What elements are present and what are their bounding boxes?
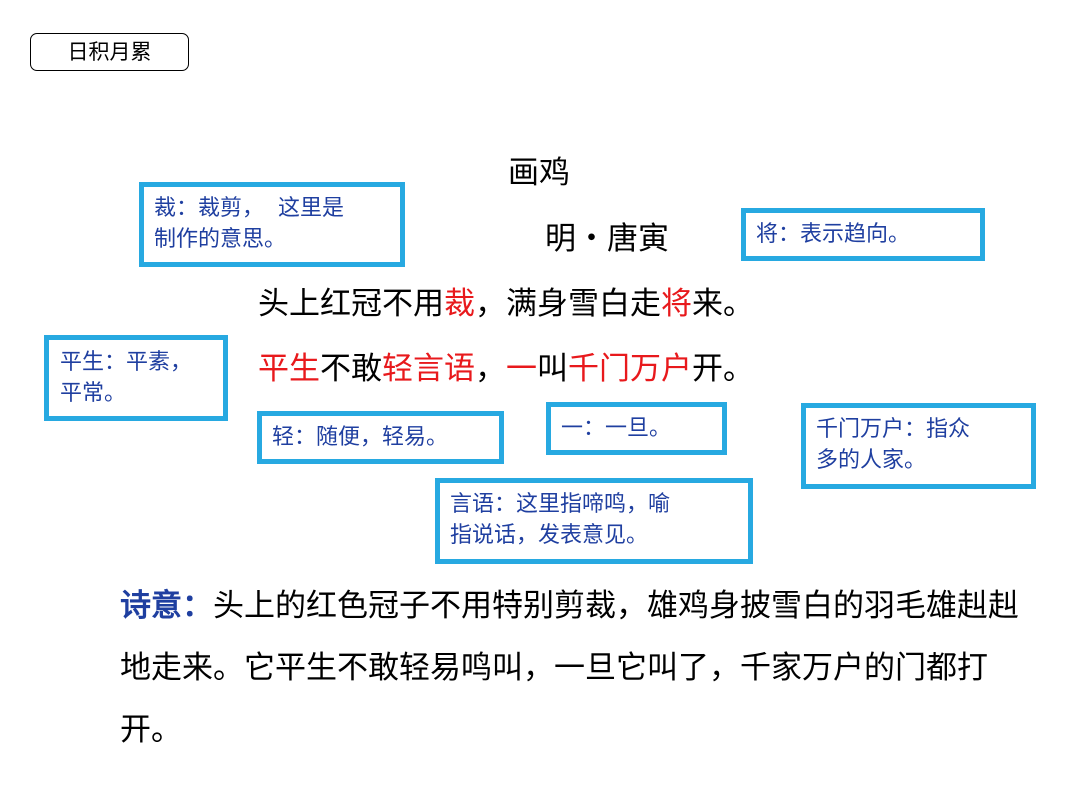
poem-highlight-pingsheng: 平生 xyxy=(258,351,320,387)
meaning-label: 诗意： xyxy=(120,588,213,624)
note-text: 将：表示趋向。 xyxy=(756,222,911,247)
poem-text: 开。 xyxy=(692,351,754,387)
section-tag: 日积月累 xyxy=(30,33,189,71)
note-jiang: 将：表示趋向。 xyxy=(741,208,985,261)
poem-text: ， xyxy=(475,351,506,387)
note-text: 千门万户：指众 xyxy=(816,417,971,442)
note-text: 轻：随便，轻易。 xyxy=(272,425,449,450)
poem-text: 来。 xyxy=(692,286,754,322)
note-qianmenwanhu: 千门万户：指众 多的人家。 xyxy=(801,403,1036,489)
poem-line-2: 平生不敢轻言语，一叫千门万户开。 xyxy=(258,348,754,390)
poem-meaning: 诗意：头上的红色冠子不用特别剪裁，雄鸡身披雪白的羽毛雄赳赳地走来。它平生不敢轻易… xyxy=(120,575,1020,761)
poem-author: 明・唐寅 xyxy=(545,221,669,257)
meaning-text: 头上的红色冠子不用特别剪裁，雄鸡身披雪白的羽毛雄赳赳地走来。它平生不敢轻易鸣叫，… xyxy=(120,588,1019,748)
note-text: 制作的意思。 xyxy=(154,227,287,252)
poem-highlight-qianmenwanhu: 千门万户 xyxy=(568,351,692,387)
note-text: 多的人家。 xyxy=(816,448,927,473)
note-yi: 一：一旦。 xyxy=(546,402,727,455)
note-text: 言语：这里指啼鸣，喻 xyxy=(450,492,671,517)
poem-highlight-qingyanyu: 轻言语 xyxy=(382,351,475,387)
note-qing: 轻：随便，轻易。 xyxy=(257,411,504,464)
note-text: 裁：裁剪， 这里是 xyxy=(154,196,344,221)
note-pingsheng: 平生：平素， 平常。 xyxy=(44,335,228,421)
poem-text: 头上红冠不用 xyxy=(258,286,444,322)
note-cai: 裁：裁剪， 这里是 制作的意思。 xyxy=(139,182,405,267)
poem-line-1: 头上红冠不用裁，满身雪白走将来。 xyxy=(258,283,754,325)
note-text: 平生：平素， xyxy=(60,350,193,375)
note-text: 平常。 xyxy=(60,381,127,406)
note-yanyu: 言语：这里指啼鸣，喻 指说话，发表意见。 xyxy=(435,478,753,564)
poem-text: 叫 xyxy=(537,351,568,387)
poem-text: ，满身雪白走 xyxy=(475,286,661,322)
poem-highlight-yi: 一 xyxy=(506,351,537,387)
poem-title: 画鸡 xyxy=(508,155,570,191)
poem-highlight-cai: 裁 xyxy=(444,286,475,322)
poem-text: 不敢 xyxy=(320,351,382,387)
note-text: 指说话，发表意见。 xyxy=(450,523,649,548)
poem-highlight-jiang: 将 xyxy=(661,286,692,322)
note-text: 一：一旦。 xyxy=(561,416,672,441)
